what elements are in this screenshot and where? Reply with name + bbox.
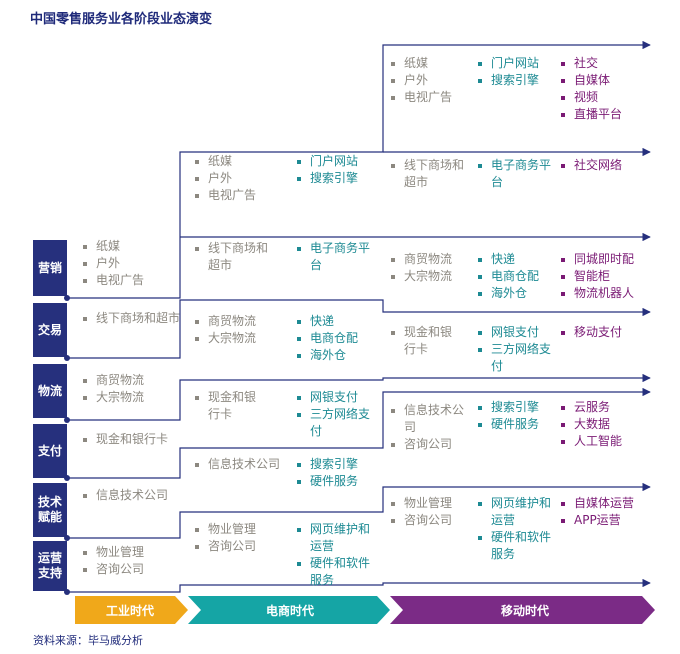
col2-tech-ecommerce: 搜索引擎硬件服务 bbox=[297, 456, 358, 490]
col2-payment-industrial: 现金和银行卡 bbox=[195, 389, 260, 423]
col3-ops-industrial: 物业管理咨询公司 bbox=[391, 495, 452, 529]
payment-timeline bbox=[67, 387, 651, 479]
category-marketing: 营销 bbox=[33, 240, 67, 296]
category-ops: 运营支持 bbox=[33, 541, 67, 591]
col3-tech-industrial: 信息技术公司咨询公司 bbox=[391, 402, 470, 453]
col1-marketing: 纸媒户外电视广告 bbox=[83, 238, 144, 289]
col3-payment-ecommerce: 网银支付三方网络支付 bbox=[478, 324, 557, 375]
col3-trade-ecommerce: 电子商务平台 bbox=[478, 157, 557, 191]
col3-logistics-industrial: 商贸物流大宗物流 bbox=[391, 251, 452, 285]
logistics-timeline bbox=[67, 373, 651, 421]
col3-payment-mobile: 移动支付 bbox=[561, 324, 622, 341]
col3-trade-mobile: 社交网络 bbox=[561, 157, 622, 174]
col2-tech-industrial: 信息技术公司 bbox=[195, 456, 280, 473]
category-logistics: 物流 bbox=[33, 364, 67, 418]
col3-payment-industrial: 现金和银行卡 bbox=[391, 324, 456, 358]
col3-marketing-ecommerce: 门户网站搜索引擎 bbox=[478, 55, 539, 89]
col3-tech-mobile: 云服务大数据人工智能 bbox=[561, 399, 622, 450]
col1-payment: 现金和银行卡 bbox=[83, 431, 168, 448]
col1-ops: 物业管理咨询公司 bbox=[83, 544, 144, 578]
era-industrial-shape bbox=[75, 596, 188, 624]
col3-ops-ecommerce: 网页维护和运营硬件和软件服务 bbox=[478, 495, 557, 563]
col1-trade: 线下商场和超市 bbox=[83, 310, 186, 327]
era-industrial-label: 工业时代 bbox=[105, 603, 154, 618]
category-trade: 交易 bbox=[33, 303, 67, 357]
col1-logistics: 商贸物流大宗物流 bbox=[83, 372, 144, 406]
page-title: 中国零售服务业各阶段业态演变 bbox=[30, 12, 213, 27]
col3-logistics-mobile: 同城即时配智能柜物流机器人 bbox=[561, 251, 634, 302]
col2-ops-industrial: 物业管理咨询公司 bbox=[195, 521, 256, 555]
col2-ops-ecommerce: 网页维护和运营硬件和软件服务 bbox=[297, 521, 376, 589]
col2-marketing-ecommerce: 门户网站搜索引擎 bbox=[297, 153, 358, 187]
col2-payment-ecommerce: 网银支付三方网络支付 bbox=[297, 389, 376, 440]
era-ecommerce-shape bbox=[188, 596, 390, 624]
col2-trade-industrial: 线下商场和超市 bbox=[195, 240, 274, 274]
col2-logistics-industrial: 商贸物流大宗物流 bbox=[195, 313, 256, 347]
category-payment: 支付 bbox=[33, 424, 67, 478]
col3-logistics-ecommerce: 快递电商仓配海外仓 bbox=[478, 251, 539, 302]
col2-marketing-industrial: 纸媒户外电视广告 bbox=[195, 153, 256, 204]
era-mobile-shape bbox=[390, 596, 655, 624]
ops-timeline bbox=[67, 578, 651, 593]
col2-trade-ecommerce: 电子商务平台 bbox=[297, 240, 376, 274]
marketing-timeline bbox=[67, 40, 651, 299]
category-tech: 技术赋能 bbox=[33, 483, 67, 537]
trade-timeline bbox=[67, 299, 651, 359]
source-note: 资料来源：毕马威分析 bbox=[33, 634, 143, 647]
tech-timeline bbox=[67, 482, 651, 539]
col3-trade-industrial: 线下商场和超市 bbox=[391, 157, 470, 191]
col3-marketing-mobile: 社交自媒体视频直播平台 bbox=[561, 55, 622, 123]
col1-tech: 信息技术公司 bbox=[83, 487, 168, 504]
era-mobile-label: 移动时代 bbox=[500, 603, 549, 618]
col2-logistics-ecommerce: 快递电商仓配海外仓 bbox=[297, 313, 358, 364]
col3-tech-ecommerce: 搜索引擎硬件服务 bbox=[478, 399, 539, 433]
era-ecommerce-label: 电商时代 bbox=[265, 603, 314, 618]
col3-marketing-industrial: 纸媒户外电视广告 bbox=[391, 55, 452, 106]
